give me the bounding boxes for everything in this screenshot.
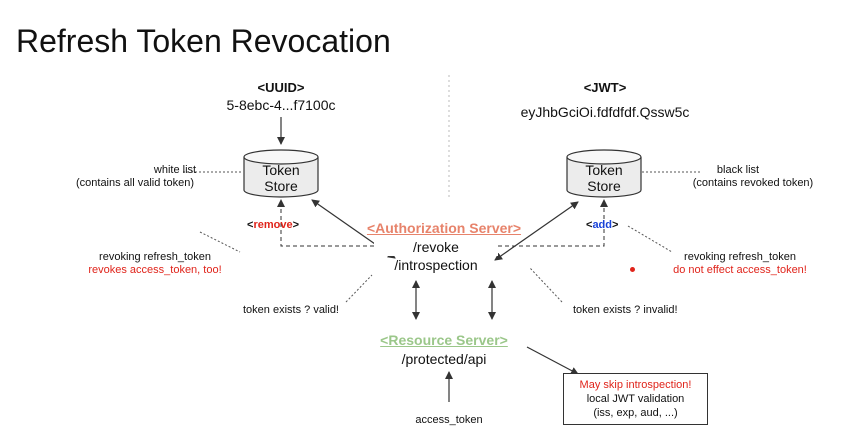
right-note: revoking refresh_token do not effect acc… <box>640 251 840 277</box>
add-op-open: < <box>586 219 593 231</box>
red-dot-marker <box>630 267 635 272</box>
right-store-label-line1: Token <box>585 162 623 178</box>
access-token-label: access_token <box>415 414 483 426</box>
black-list-line2: (contains revoked token) <box>692 177 814 190</box>
left-note-pointer <box>199 231 241 253</box>
add-op-close: > <box>612 219 619 231</box>
left-token-store-label: Token Store <box>243 162 319 194</box>
left-note: revoking refresh_token revokes access_to… <box>60 251 250 277</box>
protected-api-endpoint: /protected/api <box>401 351 487 367</box>
right-token-store-label: Token Store <box>566 162 642 194</box>
uuid-token-value: 5-8ebc-4...f7100c <box>226 97 336 113</box>
jwt-token-value: eyJhbGciOi.fdfdfdf.Qssw5c <box>520 104 690 120</box>
resource-to-callout-arrow <box>526 346 579 375</box>
add-op-label: <add> <box>586 219 618 232</box>
right-store-label-line2: Store <box>587 178 621 195</box>
callout-line2: local JWT validation <box>586 392 685 405</box>
right-note-pointer <box>627 225 673 253</box>
left-store-label-line2: Store <box>264 178 298 195</box>
introspection-endpoint: /introspection <box>394 257 478 273</box>
remove-op-open: < <box>247 219 254 231</box>
jwt-type-label: <JWT> <box>583 80 627 95</box>
right-note-line1: revoking refresh_token <box>684 251 796 263</box>
left-note-line2: revokes access_token, too! <box>88 264 222 277</box>
valid-check-pointer <box>345 274 373 303</box>
resource-server-label: <Resource Server> <box>380 332 508 348</box>
right-token-store-cylinder <box>566 149 642 198</box>
right-note-line2: do not effect access_token! <box>673 264 807 277</box>
callout-line1: May skip introspection! <box>579 379 692 391</box>
authorization-server-label: <Authorization Server> <box>366 220 522 236</box>
remove-op-close: > <box>292 219 300 231</box>
introspection-to-right-store-arrow <box>494 201 579 261</box>
valid-check-label: token exists ? valid! <box>243 304 339 316</box>
revoke-endpoint: /revoke <box>374 239 498 256</box>
jwt-validation-callout: May skip introspection! local JWT valida… <box>563 373 708 425</box>
white-list-line1: white list <box>153 164 197 176</box>
add-op-word: add <box>592 219 612 231</box>
callout-line3: (iss, exp, aud, ...) <box>593 406 678 419</box>
remove-op-word: remove <box>253 219 293 231</box>
white-list-label: white list (contains all valid token) <box>40 164 230 190</box>
black-list-label: black list (contains revoked token) <box>668 164 838 190</box>
left-store-label-line1: Token <box>262 162 300 178</box>
white-list-line2: (contains all valid token) <box>75 177 194 190</box>
left-token-store-cylinder <box>243 149 319 198</box>
remove-op-label: <remove> <box>247 219 299 232</box>
uuid-type-label: <UUID> <box>257 80 305 95</box>
invalid-check-label: token exists ? invalid! <box>573 304 678 316</box>
left-note-line1: revoking refresh_token <box>99 251 211 263</box>
page-title: Refresh Token Revocation <box>16 23 391 59</box>
invalid-check-pointer <box>529 267 563 303</box>
black-list-line1: black list <box>716 164 760 176</box>
